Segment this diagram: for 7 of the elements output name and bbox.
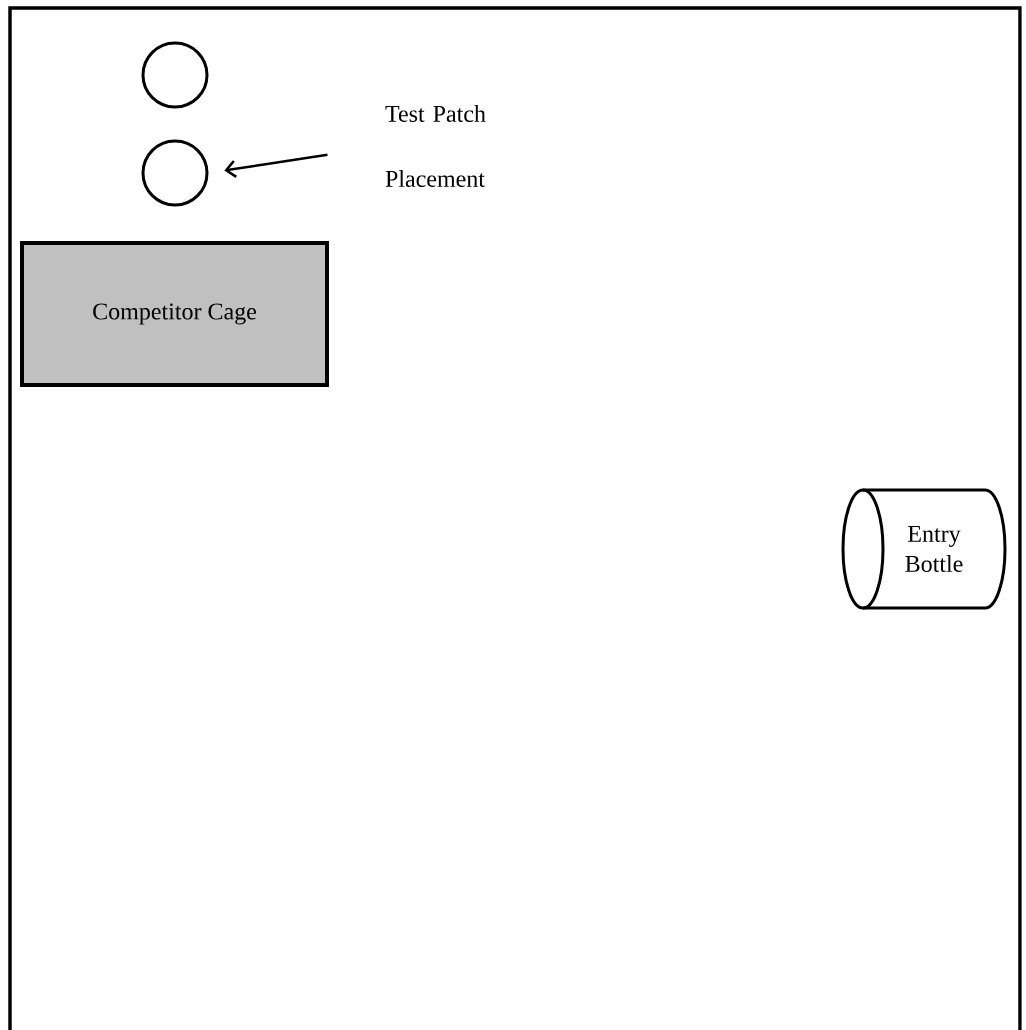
annotation-text: Test Patch Placement bbox=[385, 105, 486, 187]
node-label: Entry Bottle bbox=[905, 526, 963, 572]
arrow bbox=[224, 153, 328, 178]
patch-circle bbox=[141, 139, 209, 207]
patch-circle bbox=[141, 41, 209, 109]
bottle-cylinder: Entry Bottle bbox=[841, 488, 1007, 610]
cage-box: Competitor Cage bbox=[20, 241, 329, 387]
